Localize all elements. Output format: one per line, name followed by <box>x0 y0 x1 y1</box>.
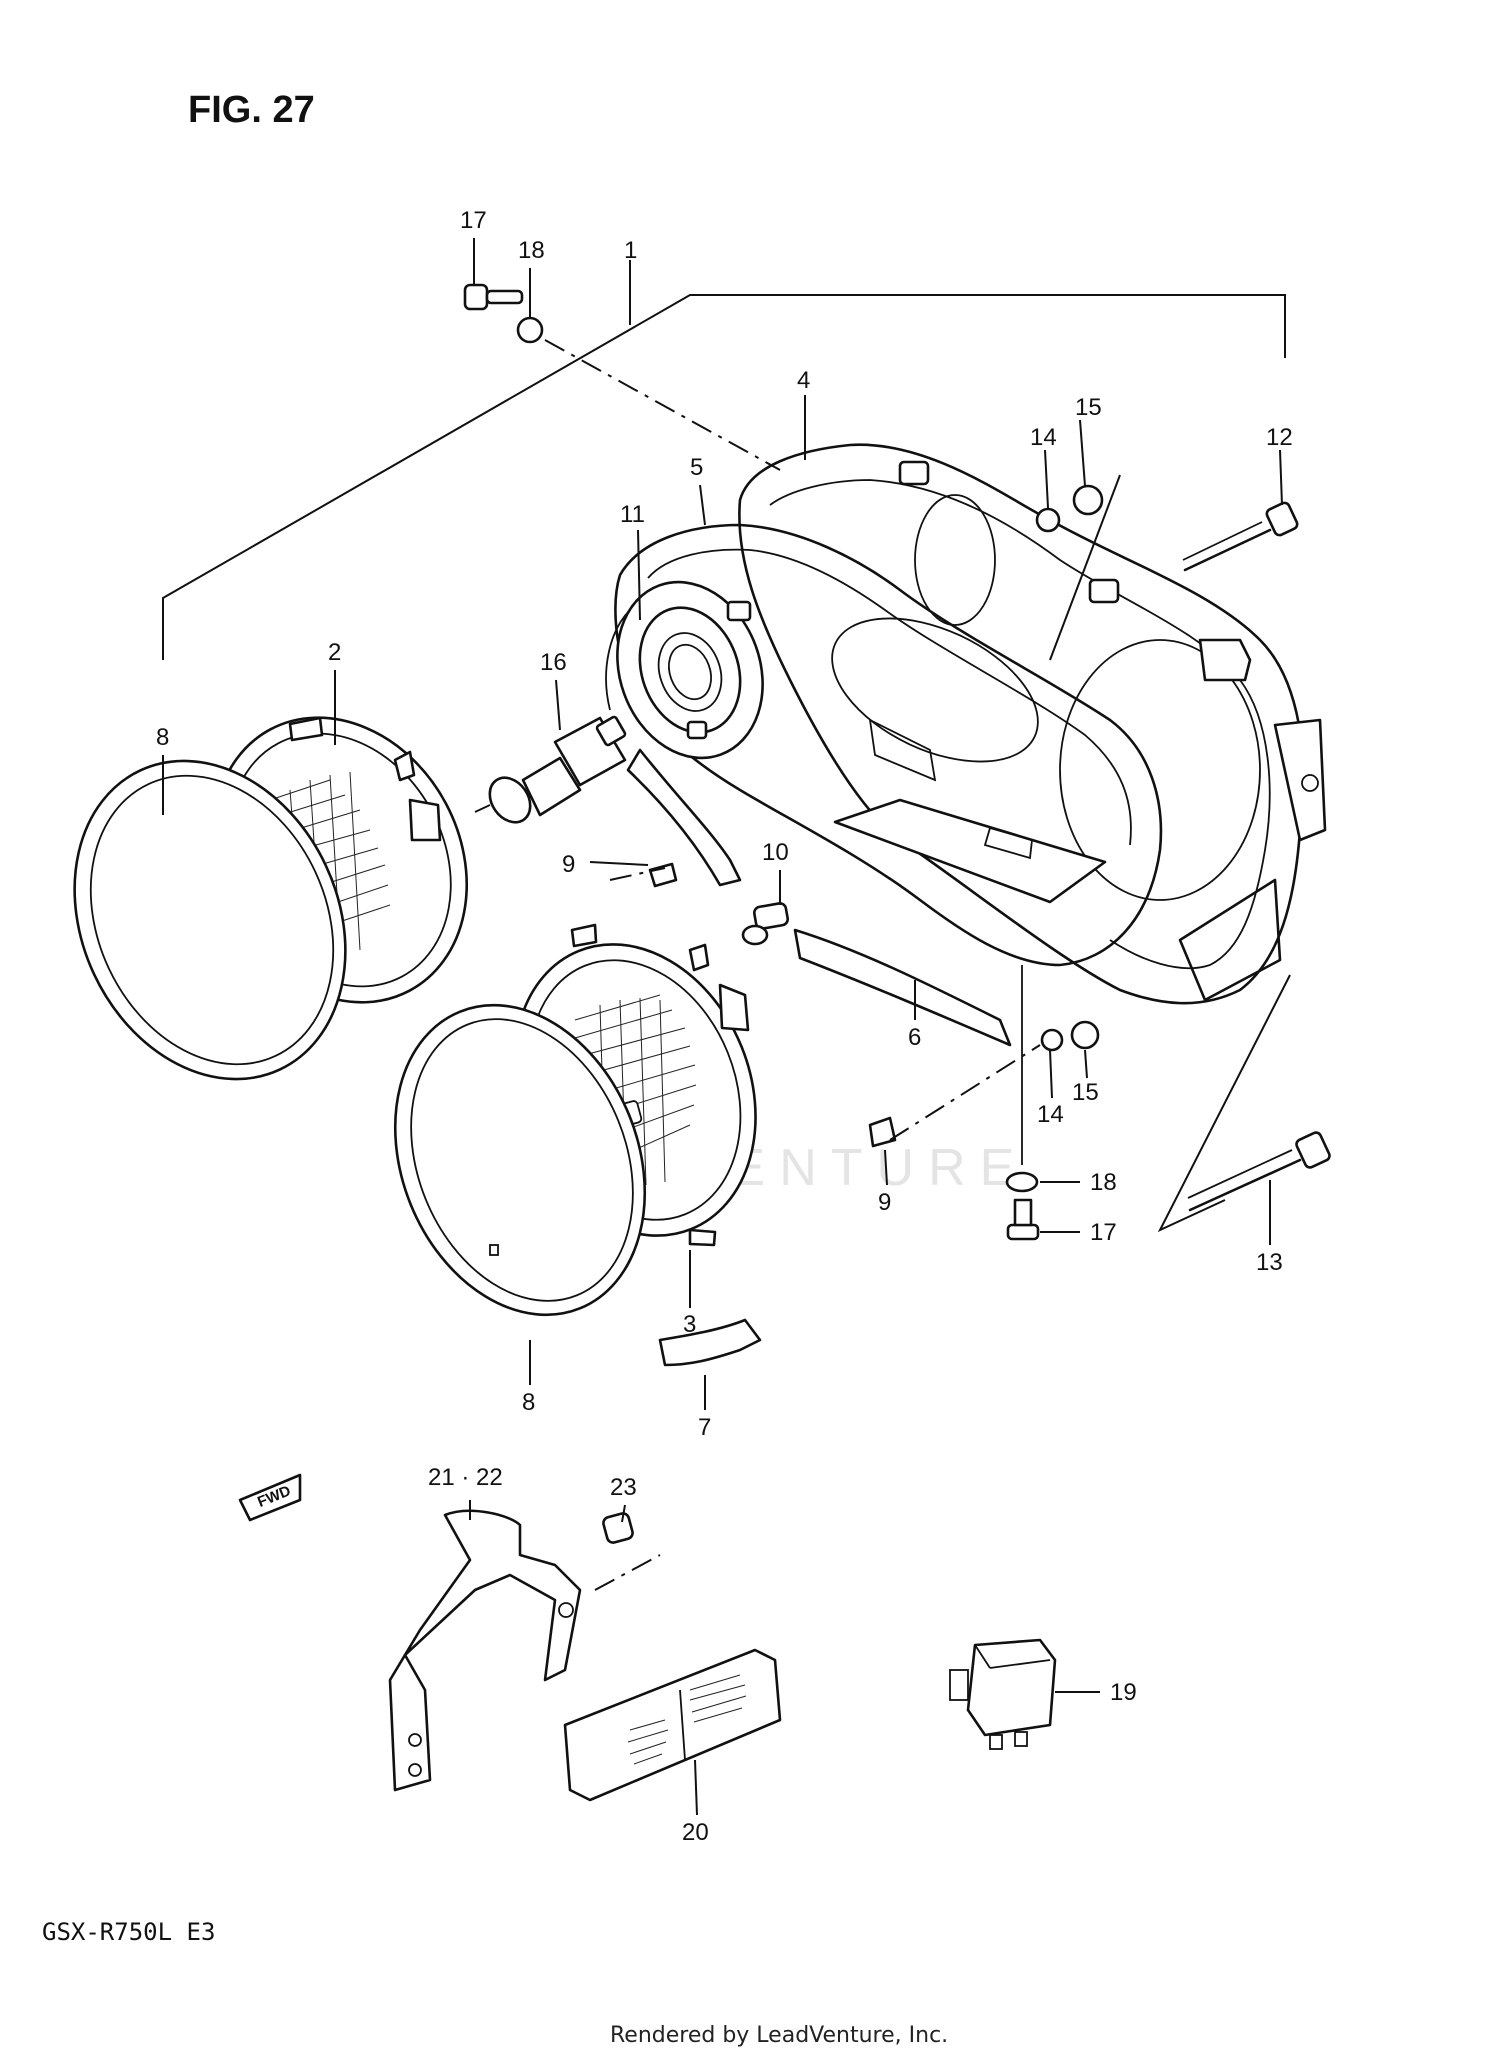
callout-14-upper: 14 <box>1030 424 1057 451</box>
figure-title: FIG. 27 <box>188 89 315 131</box>
screw-13 <box>1187 1131 1331 1212</box>
washer-14-lower <box>1040 1028 1064 1052</box>
callout-18-upper: 18 <box>518 237 545 264</box>
callout-10: 10 <box>762 839 789 866</box>
callout-17-lower: 17 <box>1090 1219 1117 1246</box>
callout-1: 1 <box>624 237 637 264</box>
callout-12: 12 <box>1266 424 1293 451</box>
side-reflector <box>563 1648 782 1802</box>
callout-23: 23 <box>610 1474 637 1501</box>
callout-20: 20 <box>682 1819 709 1846</box>
mounting-bracket <box>388 1509 582 1792</box>
right-headlight-rim <box>393 1003 647 1317</box>
callout-19: 19 <box>1110 1679 1137 1706</box>
clip-9-lower <box>868 1116 897 1148</box>
callout-9-upper: 9 <box>562 851 575 878</box>
model-code: GSX-R750L E3 <box>42 1918 215 1946</box>
left-headlight-rim <box>73 759 347 1081</box>
callout-13: 13 <box>1256 1249 1283 1276</box>
adjusting-nut <box>741 902 790 946</box>
nut-23 <box>602 1512 634 1544</box>
nut-15-upper <box>1072 484 1104 516</box>
clip-9-upper <box>648 862 678 888</box>
screw-12 <box>1182 501 1299 572</box>
callout-6: 6 <box>908 1024 921 1051</box>
socket-strap <box>626 748 742 887</box>
lower-cover-part-7 <box>658 1318 762 1367</box>
callout-21-22: 21 · 22 <box>428 1464 503 1491</box>
callout-8-right: 8 <box>522 1389 535 1416</box>
nut-15-lower <box>1070 1020 1100 1050</box>
callout-15-upper: 15 <box>1075 394 1102 421</box>
callout-9-lower: 9 <box>878 1189 891 1216</box>
headlight-case <box>614 523 1163 967</box>
washer-14-upper <box>1035 507 1061 533</box>
callout-17-upper: 17 <box>460 207 487 234</box>
forward-arrow-icon: FWD <box>238 1473 302 1522</box>
assembly-bracket-1 <box>162 260 1286 660</box>
callout-3: 3 <box>683 1311 696 1338</box>
callout-4: 4 <box>797 367 810 394</box>
washer-18-upper <box>516 316 544 344</box>
lower-cover-strip <box>793 928 1012 1047</box>
callout-2: 2 <box>328 639 341 666</box>
leader-lines <box>162 238 1283 1816</box>
relay <box>949 1638 1057 1750</box>
bolt-17-lower <box>1006 1198 1040 1241</box>
callout-15-lower: 15 <box>1072 1079 1099 1106</box>
callout-8-left: 8 <box>156 724 169 751</box>
callout-14-lower: 14 <box>1037 1101 1064 1128</box>
headlight-housing <box>738 443 1327 1005</box>
rendered-by-footer: Rendered by LeadVenture, Inc. <box>610 2023 948 2048</box>
washer-18-lower <box>1005 1171 1039 1193</box>
bolt-17-upper <box>463 283 524 311</box>
callout-18-lower: 18 <box>1090 1169 1117 1196</box>
headlight-bulb <box>474 715 627 824</box>
bulb-socket-ring <box>605 580 764 760</box>
callout-11: 11 <box>620 501 645 528</box>
callout-7: 7 <box>698 1414 711 1441</box>
callout-16: 16 <box>540 649 567 676</box>
callout-5: 5 <box>690 454 703 481</box>
